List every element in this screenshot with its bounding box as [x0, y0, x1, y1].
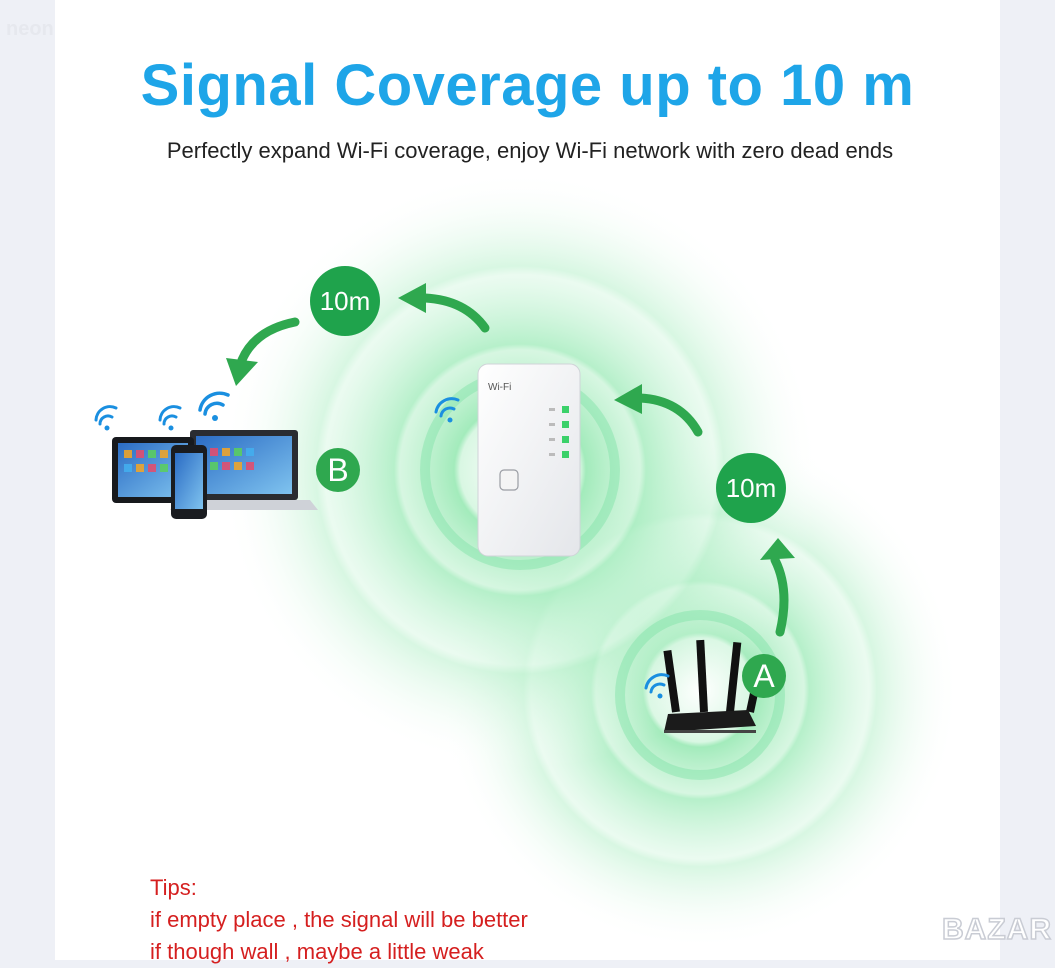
app-grid-icon	[124, 448, 254, 472]
arrow-head-icon	[614, 384, 642, 414]
arrow-icon	[420, 293, 490, 333]
laptop-icon	[170, 430, 318, 510]
tips-line-1: if empty place , the signal will be bett…	[150, 907, 528, 932]
wifi-icon	[94, 405, 118, 426]
arrow-head-icon	[226, 358, 258, 386]
arrow-head-icon	[760, 538, 795, 560]
wifi-icon	[158, 405, 182, 426]
distance-label-right: 10m	[716, 453, 786, 523]
watermark-bottom-right: BAZAR	[941, 912, 1052, 947]
node-label-a: A	[742, 654, 786, 698]
wifi-icon-dot	[212, 415, 218, 421]
wifi-icon-dot	[447, 417, 453, 423]
arrow-icon	[635, 393, 703, 437]
tips-line-2: if though wall , maybe a little weak	[150, 939, 484, 964]
tips-heading: Tips:	[150, 875, 197, 900]
repeater-icon	[477, 363, 581, 557]
page-subtitle: Perfectly expand Wi-Fi coverage, enjoy W…	[166, 138, 894, 163]
phone-icon	[171, 445, 207, 519]
page-title: Signal Coverage up to 10 m	[140, 53, 915, 118]
node-label-b: B	[316, 448, 360, 492]
arrow-icon	[237, 317, 300, 365]
router-inner-ring	[615, 610, 785, 780]
distance-label-top: 10m	[310, 266, 380, 336]
wifi-icon	[644, 673, 670, 694]
repeater-brand-text: Wi-Fi	[488, 382, 511, 393]
arrow-icon	[770, 555, 789, 637]
wifi-icon	[198, 391, 230, 416]
watermark-top-left: neon	[6, 18, 54, 40]
wifi-icon	[434, 397, 460, 418]
tips-block: Tips: if empty place , the signal will b…	[150, 872, 528, 968]
wifi-icon-dot	[104, 425, 110, 431]
wifi-icon-dot	[657, 693, 663, 699]
arrow-head-icon	[398, 283, 426, 313]
wifi-icon-dot	[168, 425, 174, 431]
